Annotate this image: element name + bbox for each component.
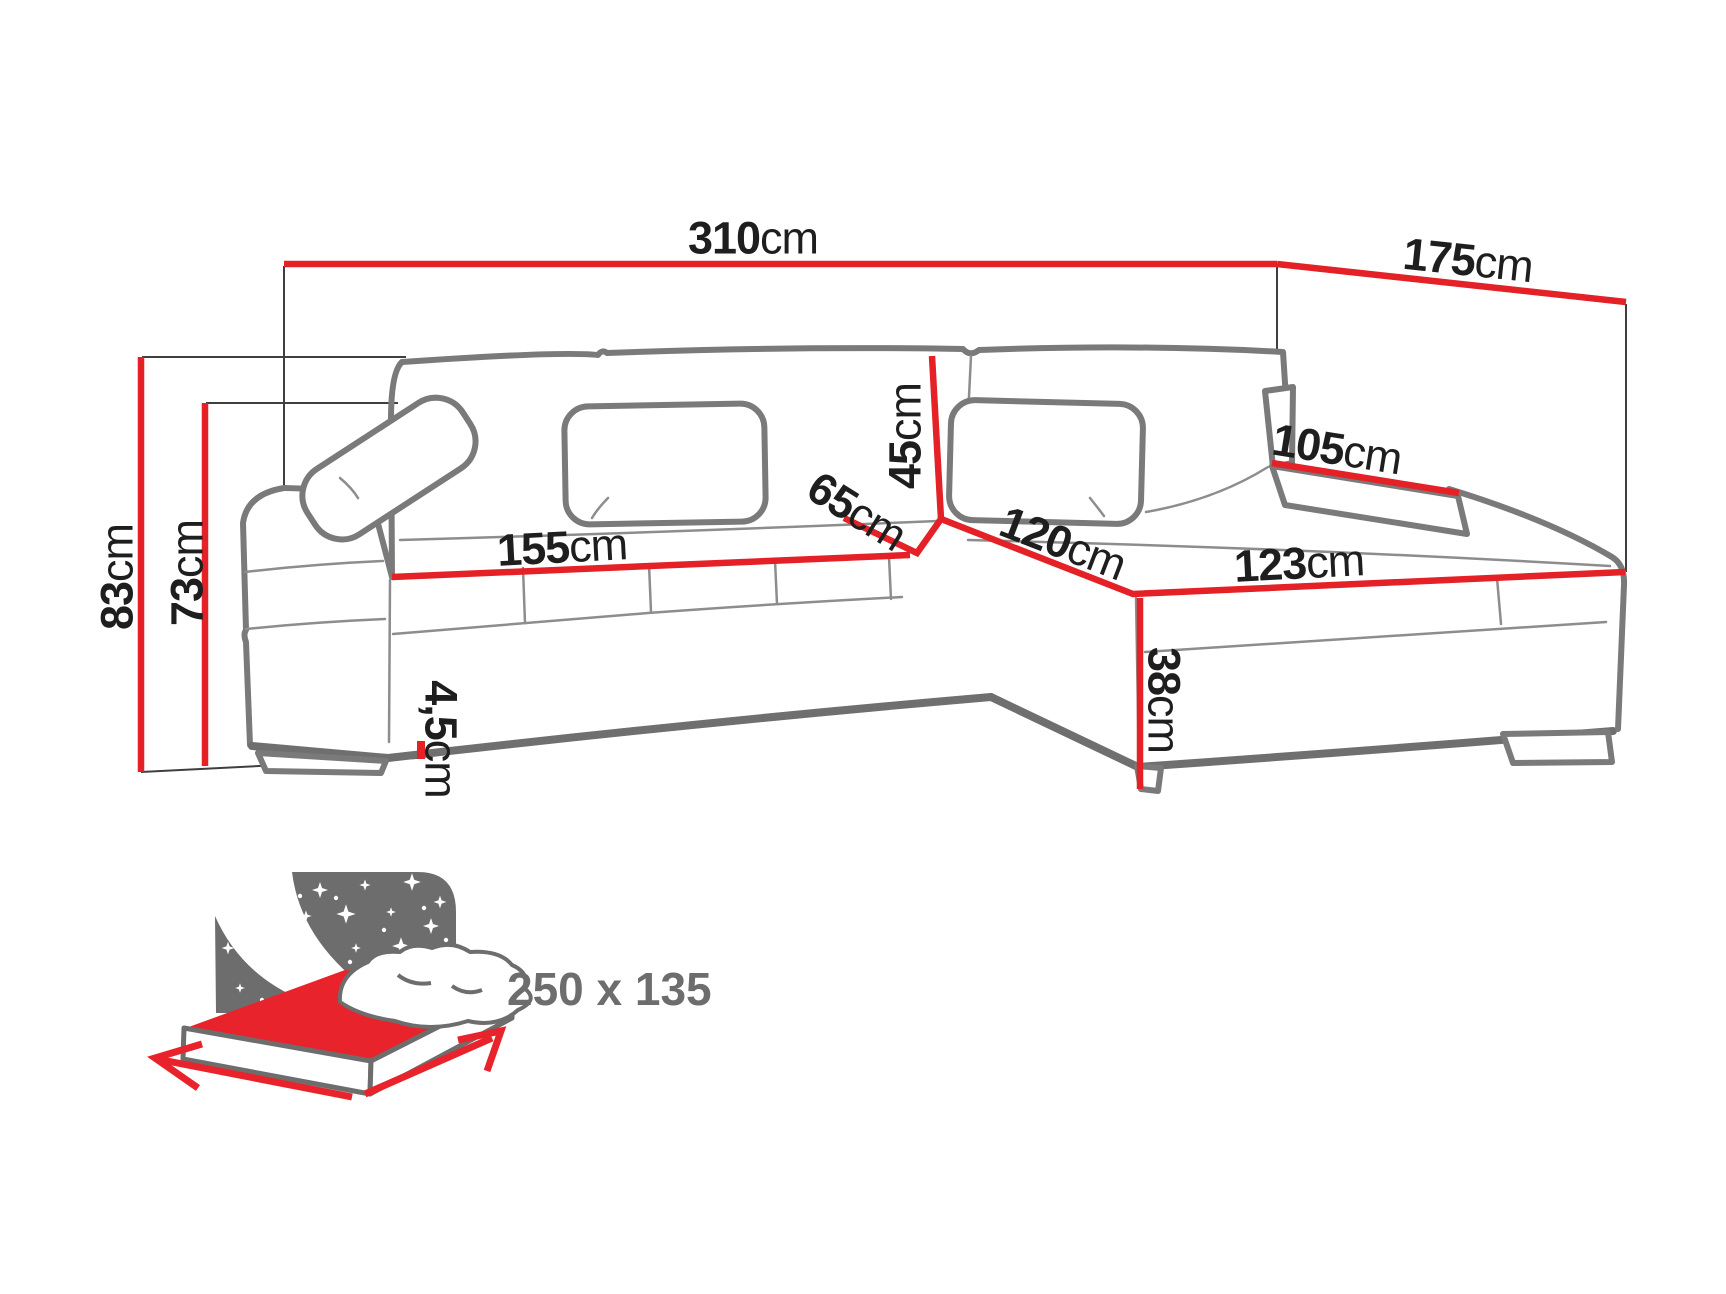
dim-unit: cm: [1304, 534, 1366, 589]
sleeping-area-size: 250 x 135: [507, 963, 712, 1015]
chaise-back-boundary: [1144, 465, 1270, 514]
left-armrest-outer: [240, 485, 287, 748]
dim-leg-height: 4,5cm: [415, 680, 467, 798]
dim-unit: cm: [1339, 424, 1406, 485]
sofa-line-art: [240, 344, 1628, 794]
base-bottom-long: [384, 693, 995, 762]
dimension-line-155: [391, 551, 911, 581]
dim-value: 310: [687, 212, 761, 264]
dimension-line-175: [1276, 260, 1627, 306]
sleeping-function-icon: [147, 872, 533, 1101]
dim-value: 45: [879, 440, 931, 490]
dim-unit: cm: [415, 739, 467, 798]
chaise-pillow: [946, 397, 1146, 527]
left-armrest-seam: [243, 559, 385, 574]
dim-unit: cm: [1138, 695, 1190, 754]
arrow-width: [363, 1034, 494, 1098]
chaise-front-seam: [1495, 576, 1503, 626]
dim-overall-depth: 175cm: [1400, 227, 1536, 293]
dim-overall-width: 310cm: [687, 212, 819, 264]
dim-value: 105: [1268, 413, 1348, 476]
dim-unit: cm: [879, 382, 931, 441]
pillow-crease: [1088, 496, 1106, 518]
duvet: [337, 942, 533, 1029]
left-armrest-seam: [244, 617, 387, 631]
dim-value: 38: [1138, 646, 1190, 696]
pillow-crease: [590, 496, 610, 520]
size-arrows: [147, 1026, 507, 1101]
dim-chaise-length: 123cm: [1232, 534, 1366, 592]
arrow-width-head: [457, 1026, 507, 1073]
sofa-foot: [1500, 729, 1615, 766]
dim-unit: cm: [91, 523, 143, 582]
armrest-seat-boundary: [387, 578, 392, 744]
dimension-lines: [137, 260, 1627, 789]
dimension-line-105: [1271, 459, 1460, 497]
arrow-length-head: [147, 1040, 203, 1091]
dim-seat-length: 155cm: [495, 518, 629, 576]
dim-value: 73: [161, 577, 213, 627]
seat-seams: [521, 555, 893, 625]
night-sky-sail: [215, 916, 348, 1013]
duvet-fold: [396, 973, 432, 986]
dim-backrest-height: 45cm: [879, 382, 931, 490]
pillow-crease: [338, 476, 360, 500]
armrest-pillow: [299, 394, 479, 543]
dim-overall-height: 83cm: [91, 523, 143, 631]
chaise-seat-seam: [966, 538, 1612, 568]
dim-unit: cm: [760, 212, 819, 264]
seat-cushion-front-edge: [391, 595, 904, 636]
base-bottom-long: [248, 742, 392, 762]
dimension-line-45: [928, 355, 945, 520]
dim-unit: cm: [567, 518, 629, 573]
dim-value: 4,5: [415, 680, 467, 740]
seat-pillow: [561, 400, 769, 528]
arrow-length: [161, 1056, 353, 1101]
backrest-top: [399, 344, 1293, 463]
dim-value: 123: [1232, 537, 1308, 592]
dim-backrest-total-height: 73cm: [161, 519, 213, 627]
dim-seat-height: 38cm: [1138, 646, 1190, 754]
dim-value: 83: [91, 581, 143, 631]
dim-unit: cm: [161, 519, 213, 578]
duvet-fold: [450, 984, 483, 995]
chaise-front-band: [1143, 620, 1608, 654]
dim-value: 155: [495, 521, 571, 576]
dim-unit: cm: [1472, 235, 1536, 293]
dim-value: 175: [1400, 227, 1478, 287]
sofa-foot: [255, 750, 389, 776]
chaise-right-outline: [1446, 486, 1628, 732]
